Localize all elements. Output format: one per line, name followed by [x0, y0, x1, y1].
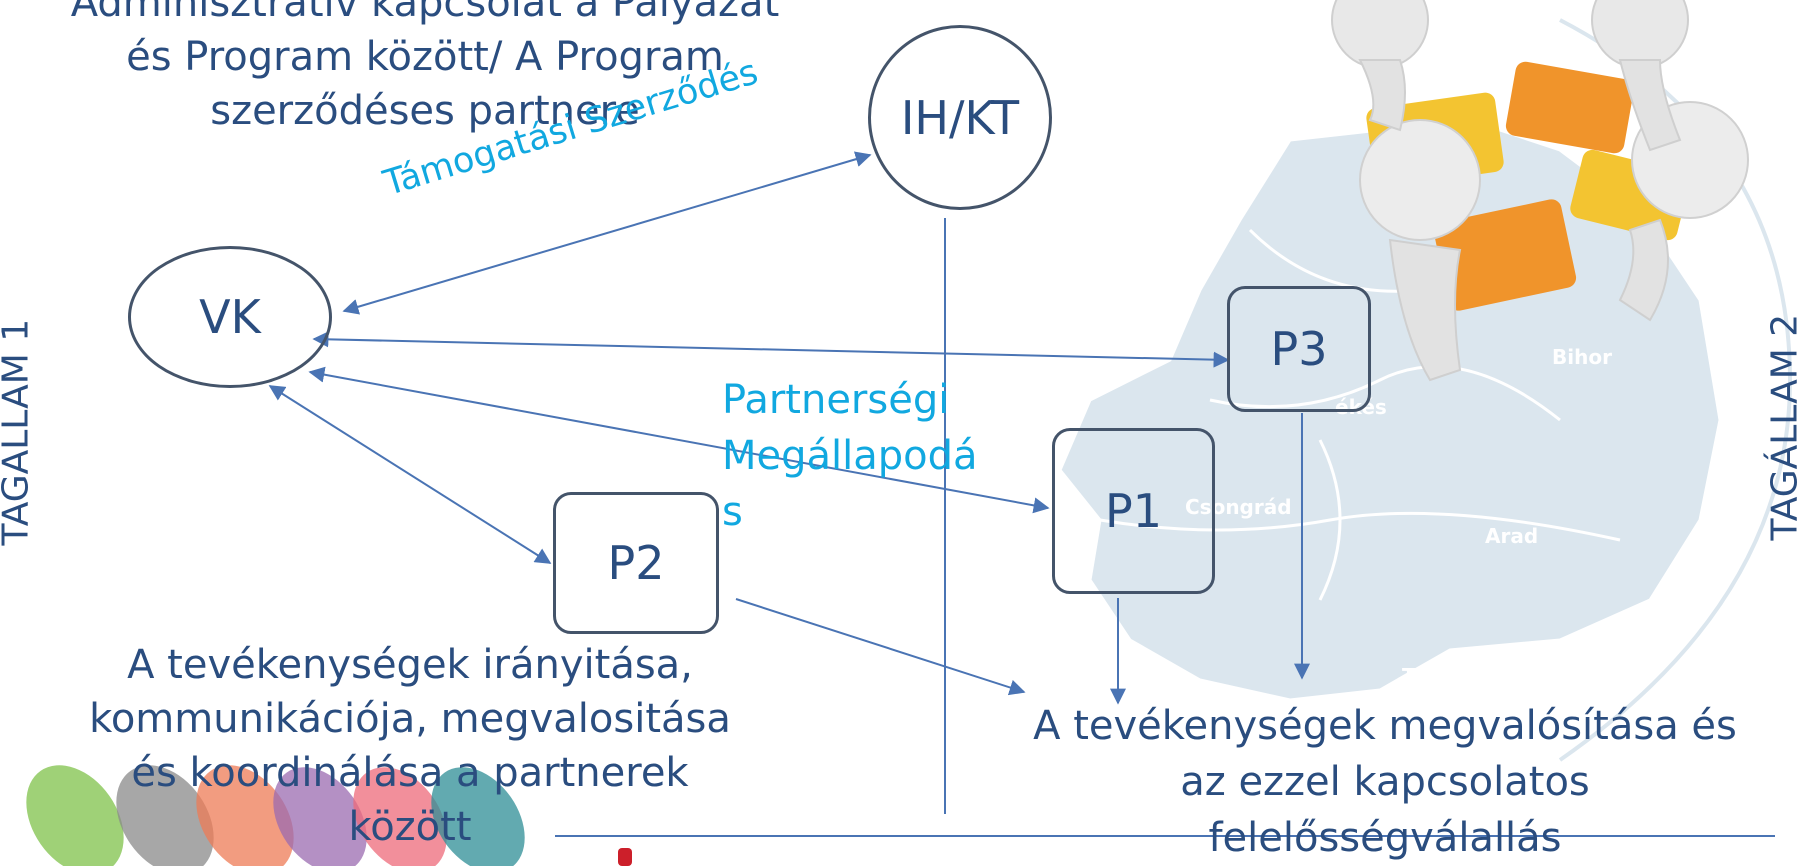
bottom-left-caption-line: kommunikációja, megvalositása	[89, 696, 731, 742]
bottom-right-caption-line: az ezzel kapcsolatos	[1180, 759, 1590, 805]
puzzle-people-illustration	[1331, 0, 1749, 382]
map-border-1	[1209, 365, 1561, 422]
top-caption: Adminisztratív kapcsolat a Pályázat és P…	[30, 0, 820, 138]
node-p1: P1	[1052, 428, 1215, 594]
arrow-vk-p2	[268, 385, 552, 564]
map-border-2	[1318, 439, 1342, 601]
arrow-p2-caption	[735, 598, 1026, 696]
node-p3: P3	[1227, 286, 1371, 412]
top-caption-line: Adminisztratív kapcsolat a Pályázat	[70, 0, 780, 26]
map-label-csongrad: Csongrád	[1185, 495, 1292, 519]
map-label-timis: Timiș	[1402, 664, 1463, 688]
side-label-right: TAGÁLLAM 2	[1764, 313, 1806, 541]
bottom-right-caption-line: A tevékenységek megvalósítása és	[1033, 703, 1737, 749]
partnership-label: Partnerségi Megállapodá s	[722, 372, 978, 540]
logo-blobs	[26, 765, 632, 866]
bottom-left-caption-line: között	[348, 804, 472, 850]
node-vk: VK	[128, 246, 332, 388]
bottom-left-caption: A tevékenységek irányitása, kommunikáció…	[40, 638, 780, 854]
bottom-right-caption: A tevékenységek megvalósítása és az ezze…	[985, 698, 1785, 866]
top-caption-line: és Program között/ A Program	[126, 34, 724, 80]
partnership-label-line: s	[722, 489, 743, 535]
map-label-arad: Arad	[1485, 524, 1539, 548]
partnership-label-line: Megállapodá	[722, 433, 978, 479]
bottom-left-caption-line: A tevékenységek irányitása,	[127, 642, 693, 688]
partnership-label-line: Partnerségi	[722, 377, 950, 423]
node-p2: P2	[553, 492, 719, 634]
bottom-right-caption-line: felelősségválallás	[1208, 815, 1562, 861]
top-caption-line: szerződéses partnere	[210, 88, 640, 134]
side-label-left: TAGÁLLAM 1	[0, 319, 37, 546]
map-label-bihor: Bihor	[1552, 345, 1612, 369]
map-border-4	[1248, 228, 1421, 293]
map-border-3	[1099, 511, 1621, 542]
arrow-vk-p3	[312, 331, 1230, 368]
node-ih-kt: IH/KT	[868, 25, 1052, 210]
bottom-left-caption-line: és koordinálása a partnerek	[131, 750, 689, 796]
arrow-vk-ihkt	[342, 151, 872, 315]
